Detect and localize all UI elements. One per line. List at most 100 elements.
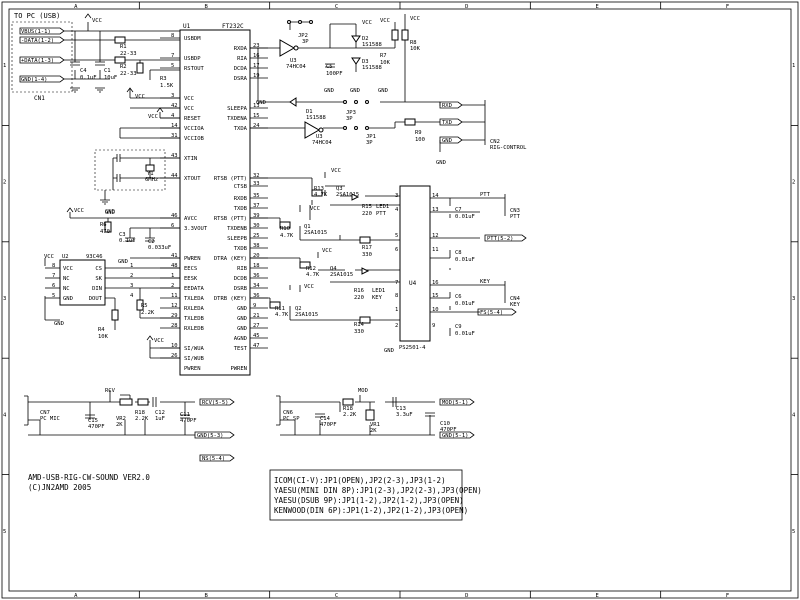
net-mod xyxy=(439,398,475,406)
rcv-label: RCV xyxy=(105,388,116,394)
col-label-bottom: E xyxy=(596,593,599,599)
u1-right-pin-name: TXDENA xyxy=(227,116,248,122)
u1-right-pin-num: 16 xyxy=(253,53,260,59)
r11-label: R11 xyxy=(275,306,285,312)
gnd-cn1 xyxy=(70,87,105,93)
u1-right-pin-num: 34 xyxy=(253,283,260,289)
led-ptt xyxy=(351,193,360,201)
u1-right-pin-num: 17 xyxy=(253,63,260,69)
r7-wire xyxy=(330,14,406,102)
d1-sym xyxy=(289,97,297,107)
u3b-bubble xyxy=(318,127,324,133)
r7-label: R7 xyxy=(380,53,387,59)
u1-right-pin-num: 13 xyxy=(253,103,260,109)
vcc-u2: VCC xyxy=(44,254,54,260)
ptt-conn: PTT xyxy=(480,192,491,198)
u1-right-pin-num: 18 xyxy=(253,263,260,269)
d2-sym xyxy=(351,35,361,43)
col-label-bottom: F xyxy=(726,593,729,599)
vcc-u1b-arrow xyxy=(156,107,164,118)
c11-sym xyxy=(180,414,190,419)
u3b-part: 74HC04 xyxy=(312,140,333,146)
u4-right-pin-num: 11 xyxy=(432,247,439,253)
r8-label: R8 xyxy=(410,40,417,46)
u1-left-pin-num: 10 xyxy=(171,343,178,349)
u1-right-pin-num: 36 xyxy=(253,273,260,279)
y1-value: 6MHz xyxy=(145,177,158,183)
vr2-body xyxy=(119,398,133,406)
cn6-ref: CN6 xyxy=(283,410,293,416)
u4-right-pin-num: 10 xyxy=(432,307,439,313)
net-rxd xyxy=(439,101,463,109)
c10-sym xyxy=(425,412,435,417)
net-gnd-b xyxy=(439,431,475,439)
c2-label: C2 xyxy=(148,239,155,245)
c5-label: C5 xyxy=(326,64,333,70)
crystal-box xyxy=(94,149,166,191)
net-fs xyxy=(477,308,517,316)
key-conn: KEY xyxy=(480,279,491,285)
c1-label: C1 xyxy=(104,68,111,74)
jp1-pin3 xyxy=(365,126,369,130)
r18-value: 2.2K xyxy=(343,412,357,418)
u1-left-pin-name: PWREN xyxy=(184,256,201,262)
cn2-ref: CN2 xyxy=(490,139,500,145)
c7-label: C7 xyxy=(455,207,462,213)
u1-right-pin-name: SLEEPB xyxy=(227,236,248,242)
u1-right-pin-name: PWREN xyxy=(230,366,247,372)
r13-body xyxy=(311,189,323,197)
title-line2: (C)JN2AMD 2005 xyxy=(28,483,91,492)
d2-label: D2 xyxy=(362,36,369,42)
u2-left-pin-num: 7 xyxy=(52,273,55,279)
u1-left-pin-name: VCC xyxy=(184,106,194,112)
u1-left-pin-num: 3 xyxy=(171,93,174,99)
u1-right-pin-num: 20 xyxy=(253,253,260,259)
r3-value: 1.5K xyxy=(160,83,174,89)
u1-body xyxy=(179,29,251,376)
col-label-top: D xyxy=(465,4,468,10)
u1-right-pin-name: RXDB xyxy=(234,196,248,202)
u1-left-pin-name: RSTOUT xyxy=(184,66,205,72)
vr2-label: VR2 xyxy=(116,416,126,422)
jp3-pin3 xyxy=(365,100,369,104)
cn1-ref: CN1 xyxy=(34,95,45,102)
col-label-bottom: B xyxy=(205,593,209,599)
u4-right-pin-num: 15 xyxy=(432,293,439,299)
r6-value: 470 xyxy=(100,229,110,235)
txd-wires xyxy=(250,121,440,129)
net-gnd-a xyxy=(194,431,235,439)
u4-left-pin-num: 1 xyxy=(395,307,398,313)
u1-right-pin-name: AGND xyxy=(234,336,247,342)
u2-left-pin-name: NC xyxy=(63,286,70,292)
row-label-left: 4 xyxy=(3,412,7,418)
vcc-q2: VCC xyxy=(304,284,314,290)
c8-label: C8 xyxy=(455,250,462,256)
u1-left-pin-num: 12 xyxy=(171,303,178,309)
vcc-r7: VCC xyxy=(380,18,390,24)
u1-left-pin-name: RXLEDB xyxy=(184,326,205,332)
q3-value: 2SA1015 xyxy=(336,192,359,198)
r15-value: 220 xyxy=(362,211,372,217)
cn2-label: RIG-CONTROL xyxy=(490,145,527,151)
y1-label: Y1 xyxy=(147,171,154,177)
r18a-body xyxy=(137,398,149,406)
cn1-box xyxy=(11,21,73,93)
u1-vcc-wires xyxy=(119,88,180,139)
r15-label: R15 xyxy=(362,204,372,210)
r4-label: R4 xyxy=(98,327,105,333)
jp2-label: JP2 xyxy=(298,33,308,39)
u2-right-pin-name: DIN xyxy=(92,286,102,292)
d3-label: D3 xyxy=(362,59,369,65)
c11-value: 470PF xyxy=(180,418,197,424)
u4-left-pin-num: 5 xyxy=(395,233,398,239)
u2-left-pin-num: 5 xyxy=(52,293,55,299)
u1-right-pin-name: DTRB (KEY) xyxy=(214,296,247,302)
vcc-cn1-arrow xyxy=(84,13,92,19)
c9-value: 0.01uF xyxy=(455,331,475,337)
u1-left-pin-num: 2 xyxy=(171,283,174,289)
c12-label: C12 xyxy=(155,410,165,416)
u1-part: FT232C xyxy=(222,23,244,30)
r14-body xyxy=(359,316,371,324)
col-label-top: C xyxy=(335,4,338,10)
